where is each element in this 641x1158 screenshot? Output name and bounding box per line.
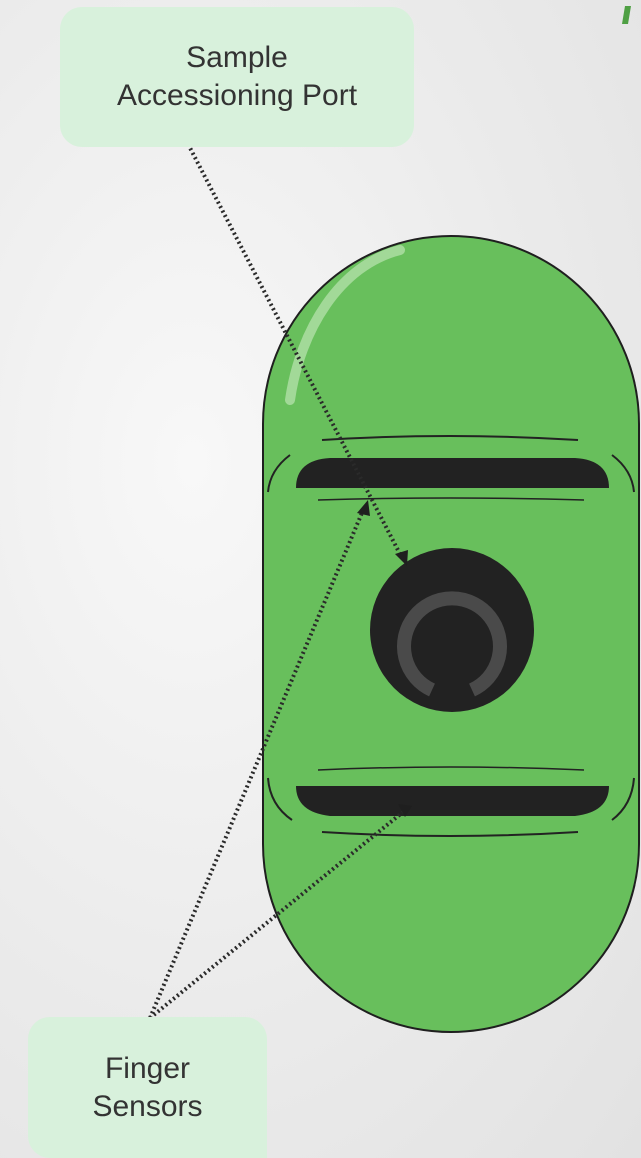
- leader-line-upper-sensor: [148, 507, 366, 1019]
- sample-port-label: Sample Accessioning Port: [60, 7, 414, 147]
- device-highlight: [285, 245, 405, 405]
- cropped-edge-glyph: [622, 6, 631, 24]
- upper-finger-sensor: [267, 435, 635, 501]
- finger-sensors-label: Finger Sensors: [28, 1017, 267, 1158]
- finger-sensors-label-line2: Sensors: [92, 1089, 203, 1123]
- arrowhead-upper-sensor: [357, 500, 370, 516]
- lower-finger-sensor: [267, 766, 635, 837]
- leader-line-lower-sensor: [148, 810, 405, 1020]
- finger-sensors-label-line1: Finger: [104, 1051, 191, 1085]
- leader-lines: [148, 143, 405, 1020]
- leader-line-port: [186, 143, 403, 557]
- sample-port-label-line2: Accessioning Port: [116, 79, 358, 112]
- arrowhead-port: [395, 550, 408, 566]
- arrowhead-lower-sensor: [398, 804, 412, 817]
- sample-port-label-line1: Sample: [186, 41, 288, 74]
- sample-port: [370, 548, 534, 712]
- arrowheads: [357, 500, 412, 817]
